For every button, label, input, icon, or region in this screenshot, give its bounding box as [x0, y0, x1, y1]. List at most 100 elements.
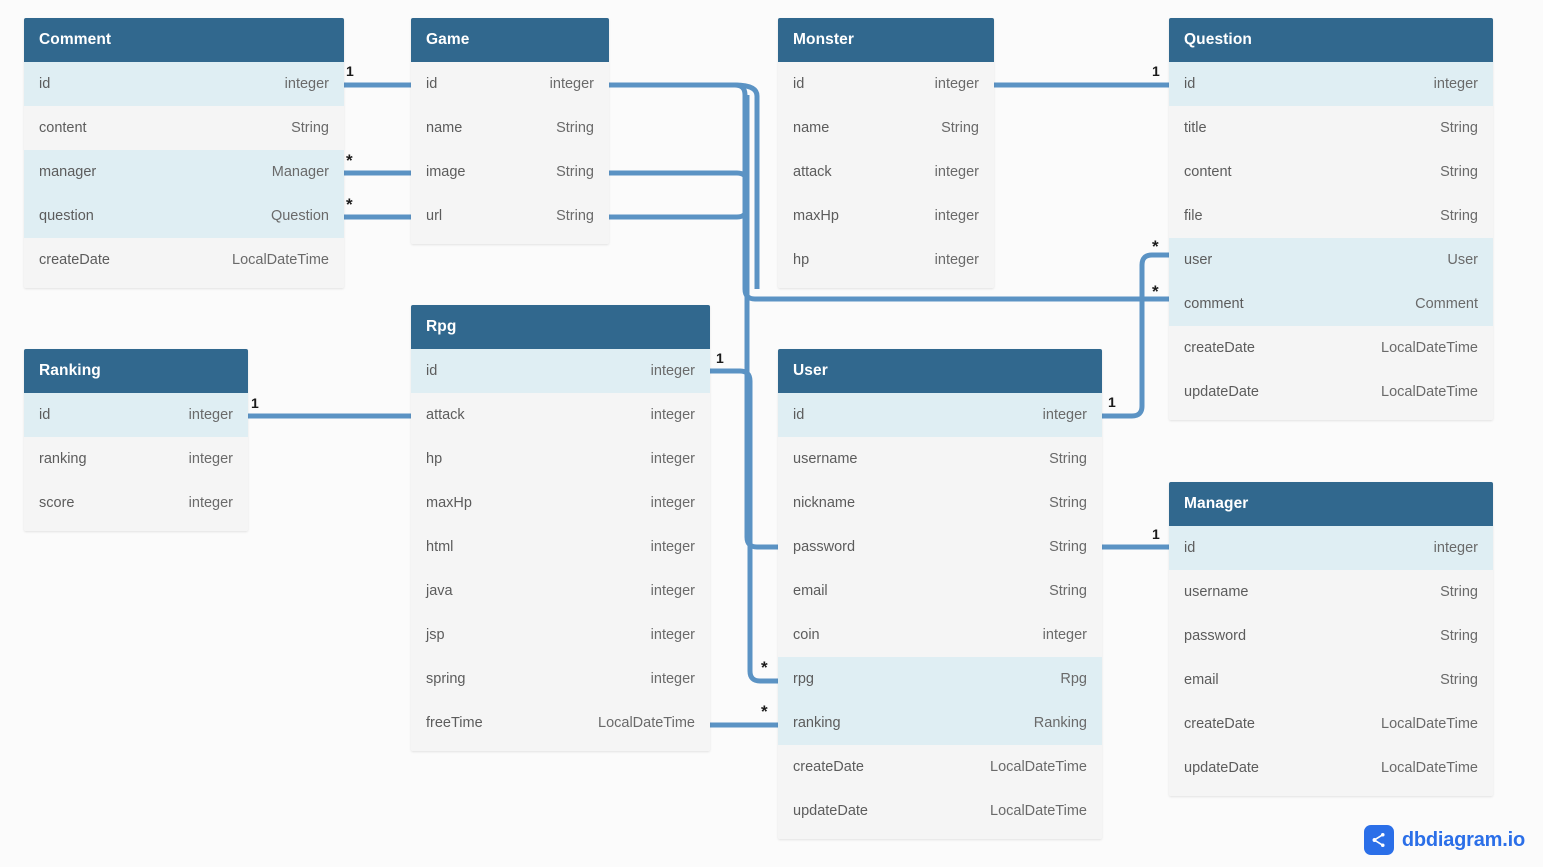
table-header-ranking[interactable]: Ranking	[24, 349, 248, 393]
cardinality-label: 1	[346, 63, 354, 79]
field-name: id	[39, 76, 51, 92]
edge-game-image-trunk	[609, 170, 750, 220]
field-type: integer	[284, 76, 329, 92]
field-name: username	[793, 451, 858, 467]
cardinality-label: 1	[1152, 526, 1160, 542]
field-name: hp	[793, 252, 810, 268]
table-footer-comment	[24, 282, 344, 288]
cardinality-label: *	[1152, 282, 1159, 301]
table-header-comment[interactable]: Comment	[24, 18, 344, 62]
field-name: content	[1184, 164, 1232, 180]
table-header-rpg[interactable]: Rpg	[411, 305, 710, 349]
field-name: hp	[426, 451, 443, 467]
field-name: ranking	[39, 451, 87, 467]
table-header-manager[interactable]: Manager	[1169, 482, 1493, 526]
table-header-monster[interactable]: Monster	[778, 18, 994, 62]
field-type: integer	[934, 164, 979, 180]
table-footer-game	[411, 238, 609, 244]
field-type: integer	[934, 208, 979, 224]
field-type: String	[1049, 451, 1087, 467]
table-header-game[interactable]: Game	[411, 18, 609, 62]
table-row-question-content[interactable]: content String	[1169, 150, 1493, 194]
field-name: file	[1184, 208, 1203, 224]
field-type: integer	[1042, 407, 1087, 423]
dbdiagram-brand[interactable]: dbdiagram.io	[1363, 825, 1525, 855]
field-type: Ranking	[1033, 715, 1087, 731]
edge-game-url-user-password	[744, 95, 778, 550]
field-type: integer	[1042, 627, 1087, 643]
table-header-question[interactable]: Question	[1169, 18, 1493, 62]
field-type: integer	[549, 76, 594, 92]
field-type: integer	[188, 495, 233, 511]
table-row-user-username[interactable]: username String	[778, 437, 1102, 481]
table-footer-monster	[778, 282, 994, 288]
field-name: content	[39, 120, 87, 136]
field-name: rpg	[793, 671, 814, 687]
field-name: jsp	[426, 627, 445, 643]
field-type: String	[1440, 120, 1478, 136]
field-type: integer	[1433, 540, 1478, 556]
field-type: String	[1440, 628, 1478, 644]
field-type: Comment	[1415, 296, 1478, 312]
field-type: String	[1440, 164, 1478, 180]
table-header-user[interactable]: User	[778, 349, 1102, 393]
table-row-comment-id[interactable]: id integer	[24, 62, 344, 106]
